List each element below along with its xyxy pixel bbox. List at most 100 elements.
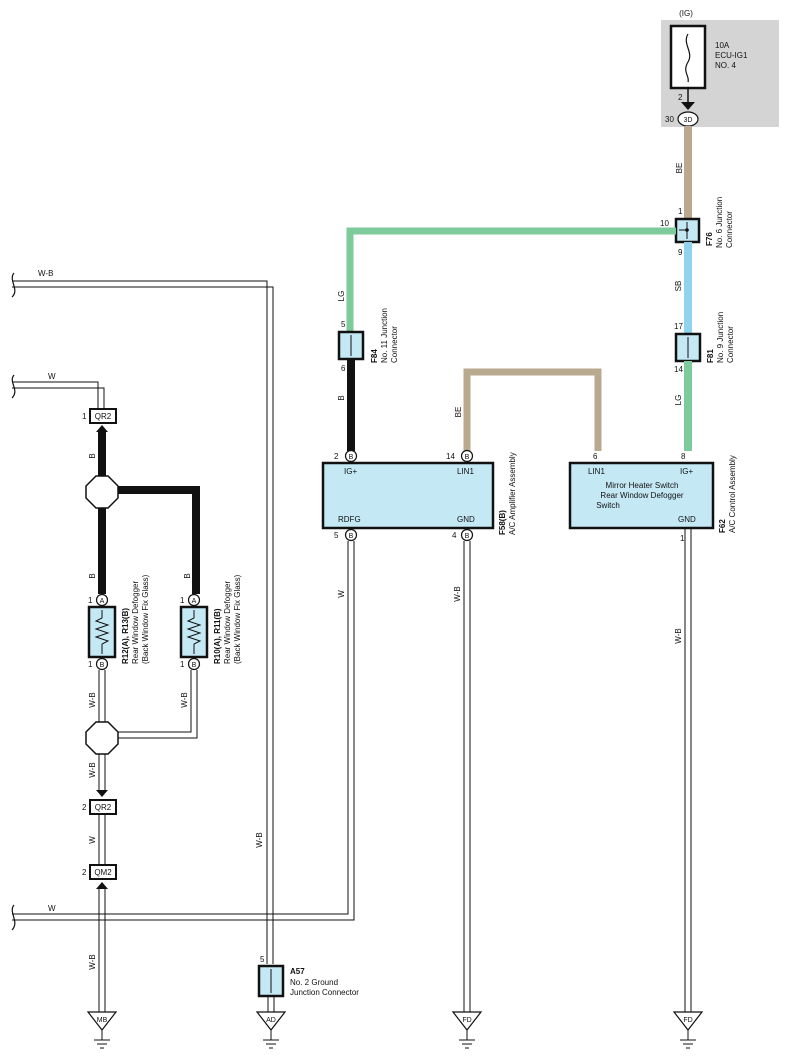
qm2-code: QM2 — [94, 868, 112, 877]
wire-be-lin-label: BE — [454, 407, 463, 418]
wire-b-r12 — [98, 508, 106, 594]
f62-pin-gnd-num: 1 — [680, 534, 685, 543]
wire-wb-vertical-label: W-B — [255, 832, 264, 847]
f58-pin-gnd-num: 4 — [452, 531, 457, 540]
f81-desc1: No. 9 Junction — [716, 312, 725, 363]
f58-pin-lin-letter: B — [465, 454, 470, 461]
qr2-bottom-arrow-icon — [96, 790, 108, 797]
r12-pin-b-letter: B — [100, 662, 105, 669]
f58-pin-gnd-letter: B — [465, 533, 470, 540]
a57-code: A57 — [290, 967, 305, 976]
wire-be-top — [684, 126, 692, 220]
f58-ig-label: IG+ — [344, 467, 357, 476]
wire-wb-bottom-label: W-B — [88, 954, 97, 969]
f81-code: F81 — [706, 349, 715, 363]
wire-break-top-icon — [11, 272, 16, 298]
f62-line3: Switch — [596, 501, 620, 510]
f58-pin-ig-num: 2 — [334, 452, 339, 461]
wire-sb-label: SB — [674, 281, 683, 292]
fuse-box — [669, 24, 707, 90]
r12-pin-top-num: 1 — [88, 596, 93, 605]
qm2-pin: 2 — [82, 868, 87, 877]
wire-wb-lower-label: W-B — [88, 762, 97, 777]
splice-bottom — [85, 721, 119, 755]
f81-desc2: Connector — [726, 326, 735, 363]
f62-lin-label: LIN1 — [588, 467, 605, 476]
r10-pin-a-letter: A — [192, 598, 197, 605]
f84-code: F84 — [370, 349, 379, 363]
f76-pin-top: 1 — [678, 207, 683, 216]
wire-b-f84-label: B — [337, 395, 346, 400]
f76-desc1: No. 6 Junction — [715, 197, 724, 248]
f76-pin-left: 10 — [660, 219, 669, 228]
f62-desc: A/C Control Assembly — [728, 455, 737, 533]
f62-code: F62 — [718, 519, 727, 533]
r12-code: R12(A), R13(B) — [121, 608, 130, 664]
a57-pin: 5 — [260, 955, 265, 964]
f58-desc: A/C Amplifier Assembly — [508, 452, 517, 535]
wire-w-upper-label: W — [48, 372, 56, 381]
r10-pin-top-num: 1 — [180, 596, 185, 605]
wire-lg-left-label: LG — [337, 291, 346, 302]
f58-pin-rdfg-num: 5 — [334, 531, 339, 540]
f76-pin-bottom: 9 — [678, 248, 683, 257]
wire-be-top-label: BE — [675, 163, 684, 174]
r10-desc2: (Back Window Fix Glass) — [233, 574, 242, 664]
r12-desc1: Rear Window Defogger — [131, 581, 140, 664]
fuse-connector-label: 3D — [684, 117, 693, 124]
f62-gnd-label: GND — [678, 515, 696, 524]
r10-pin-a — [187, 593, 201, 607]
f62-line2: Rear Window Defogger — [600, 491, 683, 500]
wire-w-bottom-label: W — [48, 904, 56, 913]
f76-code: F76 — [705, 232, 714, 246]
ground-mb-label: MB — [97, 1017, 108, 1024]
wire-b-upper — [98, 432, 106, 478]
fuse-number: NO. 4 — [715, 61, 736, 70]
f58-pin-rdfg — [344, 528, 358, 542]
f84-desc1: No. 11 Junction — [380, 308, 389, 363]
f81-pin-top: 17 — [674, 322, 683, 331]
f58-ac-amplifier — [321, 461, 495, 530]
ground-fd-amp: FD — [451, 1011, 483, 1049]
fuse-arrow-icon — [681, 102, 695, 110]
wire-b-r10 — [118, 486, 200, 594]
wire-be-lin — [463, 368, 602, 451]
a57-desc2: Junction Connector — [290, 988, 359, 997]
f62-pin-lin-num: 6 — [593, 452, 598, 461]
f84-pin-top: 5 — [341, 320, 346, 329]
f62-line1: Mirror Heater Switch — [606, 481, 679, 490]
wire-wb-r10-label: W-B — [180, 692, 189, 707]
qr2-top-pin: 1 — [82, 412, 87, 421]
qr2-top-connector — [89, 408, 117, 424]
fuse-pin-outer: 30 — [665, 115, 674, 124]
wire-wb-r12-label: W-B — [88, 692, 97, 707]
qr2-top-arrow-icon — [96, 425, 108, 432]
r10-desc1: Rear Window Defogger — [223, 581, 232, 664]
splice-top — [85, 475, 119, 509]
f76-desc2: Connector — [725, 211, 734, 248]
r12-resistor-icon — [94, 610, 110, 654]
wire-break-bottom-icon — [11, 904, 16, 931]
fuse-pin-inner: 2 — [678, 93, 683, 102]
ground-ad-label: AD — [266, 1017, 276, 1024]
r10-pin-b — [187, 657, 201, 671]
ground-mb: MB — [86, 1011, 118, 1049]
wire-b-upper-label: B — [88, 453, 97, 458]
wire-break-upper-icon — [11, 374, 16, 399]
ground-fd-ctrl: FD — [672, 1011, 704, 1049]
wire-lg-right-label: LG — [674, 395, 683, 406]
f62-ig-label: IG+ — [680, 467, 693, 476]
wire-lg-right — [684, 361, 692, 451]
r12-pin-b — [95, 657, 109, 671]
qm2-arrow-icon — [96, 882, 108, 889]
f58-rdfg-label: RDFG — [338, 515, 361, 524]
f58-pin-gnd — [460, 528, 474, 542]
qr2-top-code: QR2 — [95, 412, 112, 421]
f81-pin-bottom: 14 — [674, 365, 683, 374]
r12-pin-bottom-num: 1 — [88, 660, 93, 669]
a57-desc1: No. 2 Ground — [290, 978, 338, 987]
ground-fd-ctrl-label: FD — [683, 1017, 692, 1024]
f58-pin-rdfg-letter: B — [349, 533, 354, 540]
